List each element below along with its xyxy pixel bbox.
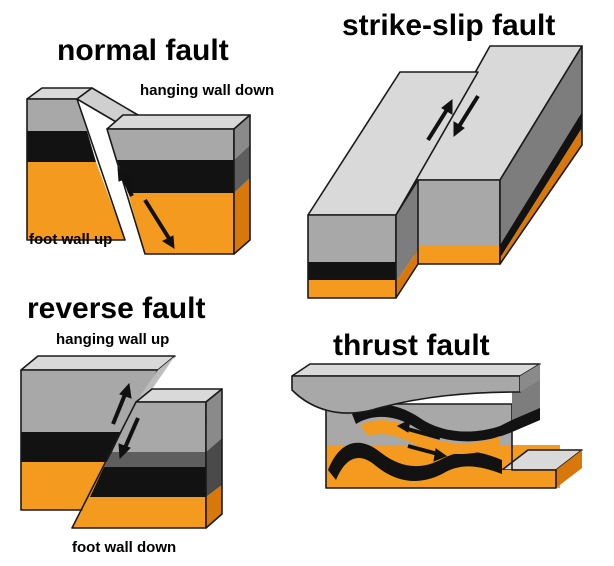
normal-hanging-wall-label: hanging wall down bbox=[140, 82, 274, 99]
thrust-arrow-right bbox=[433, 448, 448, 462]
normal-arrow-down bbox=[161, 235, 175, 249]
reverse-arrow-down bbox=[118, 443, 131, 460]
thrust-hanging-wall-block bbox=[291, 363, 541, 414]
strike-slip-arrow-right bbox=[453, 121, 465, 138]
reverse-foot-wall-label: foot wall down bbox=[72, 539, 176, 556]
thrust-arrow-left bbox=[396, 419, 411, 433]
normal-arrow-up bbox=[117, 166, 130, 182]
reverse-arrow-up bbox=[119, 382, 132, 399]
thrust-folded-orange-layer bbox=[360, 420, 500, 455]
reverse-hanging-wall-block bbox=[71, 388, 223, 529]
normal-hanging-wall-top bbox=[106, 114, 251, 130]
reverse-foot-wall-block bbox=[20, 355, 176, 511]
normal-fault-diagram: normal fault bbox=[26, 34, 274, 255]
thrust-upper-black-layer bbox=[352, 404, 512, 442]
reverse-slip-arrows bbox=[111, 382, 140, 460]
reverse-foot-wall-top bbox=[20, 355, 176, 371]
strike-slip-left-block bbox=[307, 71, 479, 299]
strike-slip-fault-diagram: strike-slip fault bbox=[307, 9, 583, 299]
strike-slip-arrow-left bbox=[441, 98, 453, 115]
normal-slip-arrows bbox=[117, 166, 175, 249]
normal-foot-wall-label: foot wall up bbox=[29, 231, 112, 248]
reverse-fault-title: reverse fault bbox=[27, 292, 205, 325]
thrust-slip-arrows bbox=[396, 419, 448, 462]
thrust-fault-title: thrust fault bbox=[333, 329, 490, 362]
normal-fault-title: normal fault bbox=[57, 34, 229, 67]
reverse-fault-diagram: reverse fault bbox=[20, 292, 223, 556]
normal-hanging-wall-block bbox=[106, 114, 251, 255]
strike-slip-arrows bbox=[426, 94, 480, 142]
thrust-hanging-wall-top bbox=[291, 363, 541, 377]
thrust-fault-diagram: thrust fault bbox=[291, 329, 583, 489]
thrust-folded-black-layer bbox=[328, 442, 502, 481]
strike-slip-fault-title: strike-slip fault bbox=[342, 9, 555, 42]
reverse-hanging-wall-label: hanging wall up bbox=[56, 331, 169, 348]
